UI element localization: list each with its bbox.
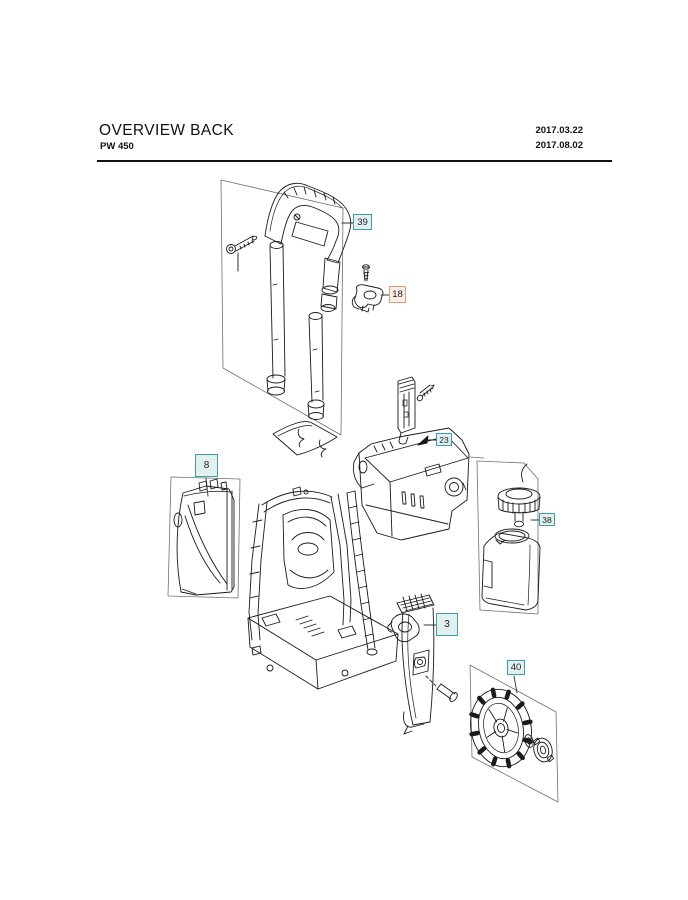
revision-date-1: 2017.03.22 — [535, 125, 583, 136]
page-title: OVERVIEW BACK — [99, 122, 234, 139]
callout-39[interactable]: 39 — [353, 214, 372, 230]
callout-3[interactable]: 3 — [436, 613, 458, 636]
wheel-assembly-drawing — [469, 687, 555, 769]
support-bracket-drawing — [387, 593, 458, 735]
callout-18[interactable]: 18 — [389, 286, 406, 303]
handle-assembly-drawing — [226, 182, 352, 458]
callout-8[interactable]: 8 — [195, 454, 218, 477]
callout-leader-lines — [205, 222, 540, 694]
side-panel-drawing — [173, 478, 235, 596]
callout-38[interactable]: 38 — [539, 513, 555, 526]
callout-23[interactable]: 23 — [436, 433, 452, 446]
model-label: PW 450 — [100, 141, 134, 152]
revision-date-2: 2017.08.02 — [535, 140, 583, 151]
cord-clamp-drawing — [351, 264, 384, 313]
callout-40[interactable]: 40 — [507, 660, 525, 675]
assembly-boundary-boxes — [167, 179, 559, 803]
rear-chassis-drawing — [247, 486, 399, 690]
motor-housing-drawing — [352, 376, 470, 541]
detergent-tank-drawing — [481, 463, 541, 611]
header-rule — [97, 160, 612, 163]
